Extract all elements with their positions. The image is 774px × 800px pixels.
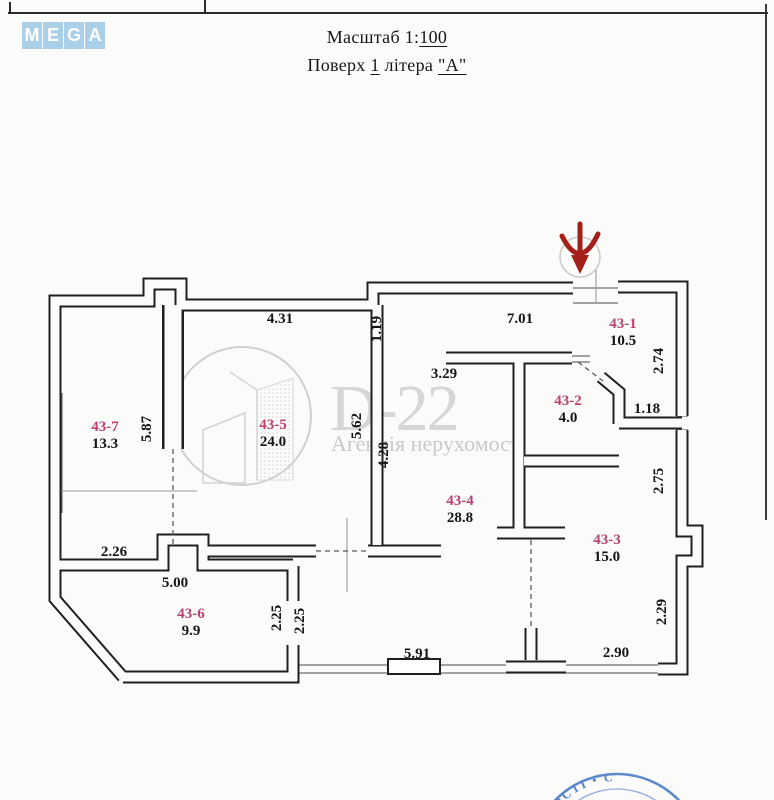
- room-number-label: 43-4: [446, 493, 474, 509]
- logo-letter-tile: E: [43, 22, 63, 49]
- dimension-label: 2.74: [651, 347, 667, 374]
- room-area-label: 28.8: [447, 510, 473, 526]
- entrance-arrow-icon: [559, 221, 601, 278]
- logo-letter-tile: A: [85, 22, 105, 49]
- top-border-mid-tick: [204, 0, 206, 13]
- room-number-label: 43-7: [91, 419, 119, 435]
- round-stamp: ЬНОСТІ • С: [536, 770, 681, 800]
- dimension-label: 4.28: [376, 442, 392, 468]
- dimension-label: 2.29: [654, 599, 670, 625]
- room-area-label: 15.0: [594, 549, 620, 565]
- dimension-label: 2.26: [101, 544, 128, 560]
- dimension-label: 4.31: [267, 311, 293, 327]
- logo-letter-tile: G: [64, 22, 84, 49]
- agency-watermark: D-22 Агенція нерухомості: [172, 346, 526, 486]
- room-number-label: 43-2: [554, 393, 582, 409]
- logo-letter-tile: M: [22, 22, 42, 49]
- room-number-label: 43-1: [609, 316, 637, 332]
- dimension-label: 5.62: [349, 413, 365, 439]
- guide-lines: [52, 268, 597, 592]
- dimension-label: 2.25: [269, 605, 285, 631]
- window-pier: [387, 658, 441, 675]
- room-number-label: 43-6: [177, 606, 205, 622]
- door-openings: [172, 361, 604, 628]
- dimension-label: 1.19: [369, 316, 385, 342]
- room-area-label: 4.0: [559, 410, 578, 426]
- dimension-label: 5.00: [162, 575, 188, 591]
- room-area-label: 13.3: [92, 436, 118, 452]
- top-border-left-tick: [9, 2, 11, 13]
- thin-lines: [51, 287, 688, 674]
- dimension-label: 2.25: [292, 608, 308, 634]
- watermark-subtitle: Агенція нерухомості: [331, 431, 526, 456]
- dimension-label: 3.29: [431, 366, 457, 382]
- page-header: Масштаб 1:100 Поверх 1 літера "А": [0, 27, 774, 76]
- dimension-label: 2.75: [651, 468, 667, 494]
- dimension-label: 7.01: [507, 311, 533, 327]
- watermark-building-icon: [202, 411, 246, 484]
- plan-labels: 43-713.3 43-524.0 43-428.8 43-69.9 43-24.0 43…: [91, 311, 670, 662]
- watermark-brand-text: D-22: [330, 372, 458, 445]
- walls-inner: [50, 279, 702, 682]
- room-number-label: 43-5: [259, 417, 287, 433]
- right-border-line: [765, 4, 767, 520]
- dimension-label: 5.87: [139, 415, 155, 442]
- top-border-line: [8, 12, 768, 14]
- dimension-label: 2.90: [603, 645, 629, 661]
- room-area-label: 9.9: [182, 623, 201, 639]
- dimension-label: 1.18: [634, 401, 660, 417]
- room-number-label: 43-3: [593, 532, 621, 548]
- dimension-label: 5.91: [404, 646, 430, 662]
- floor-title: Поверх 1 літера "А": [307, 55, 467, 75]
- room-area-label: 10.5: [610, 333, 636, 349]
- scale-title: Масштаб 1:100: [326, 27, 448, 47]
- room-area-label: 24.0: [260, 434, 286, 450]
